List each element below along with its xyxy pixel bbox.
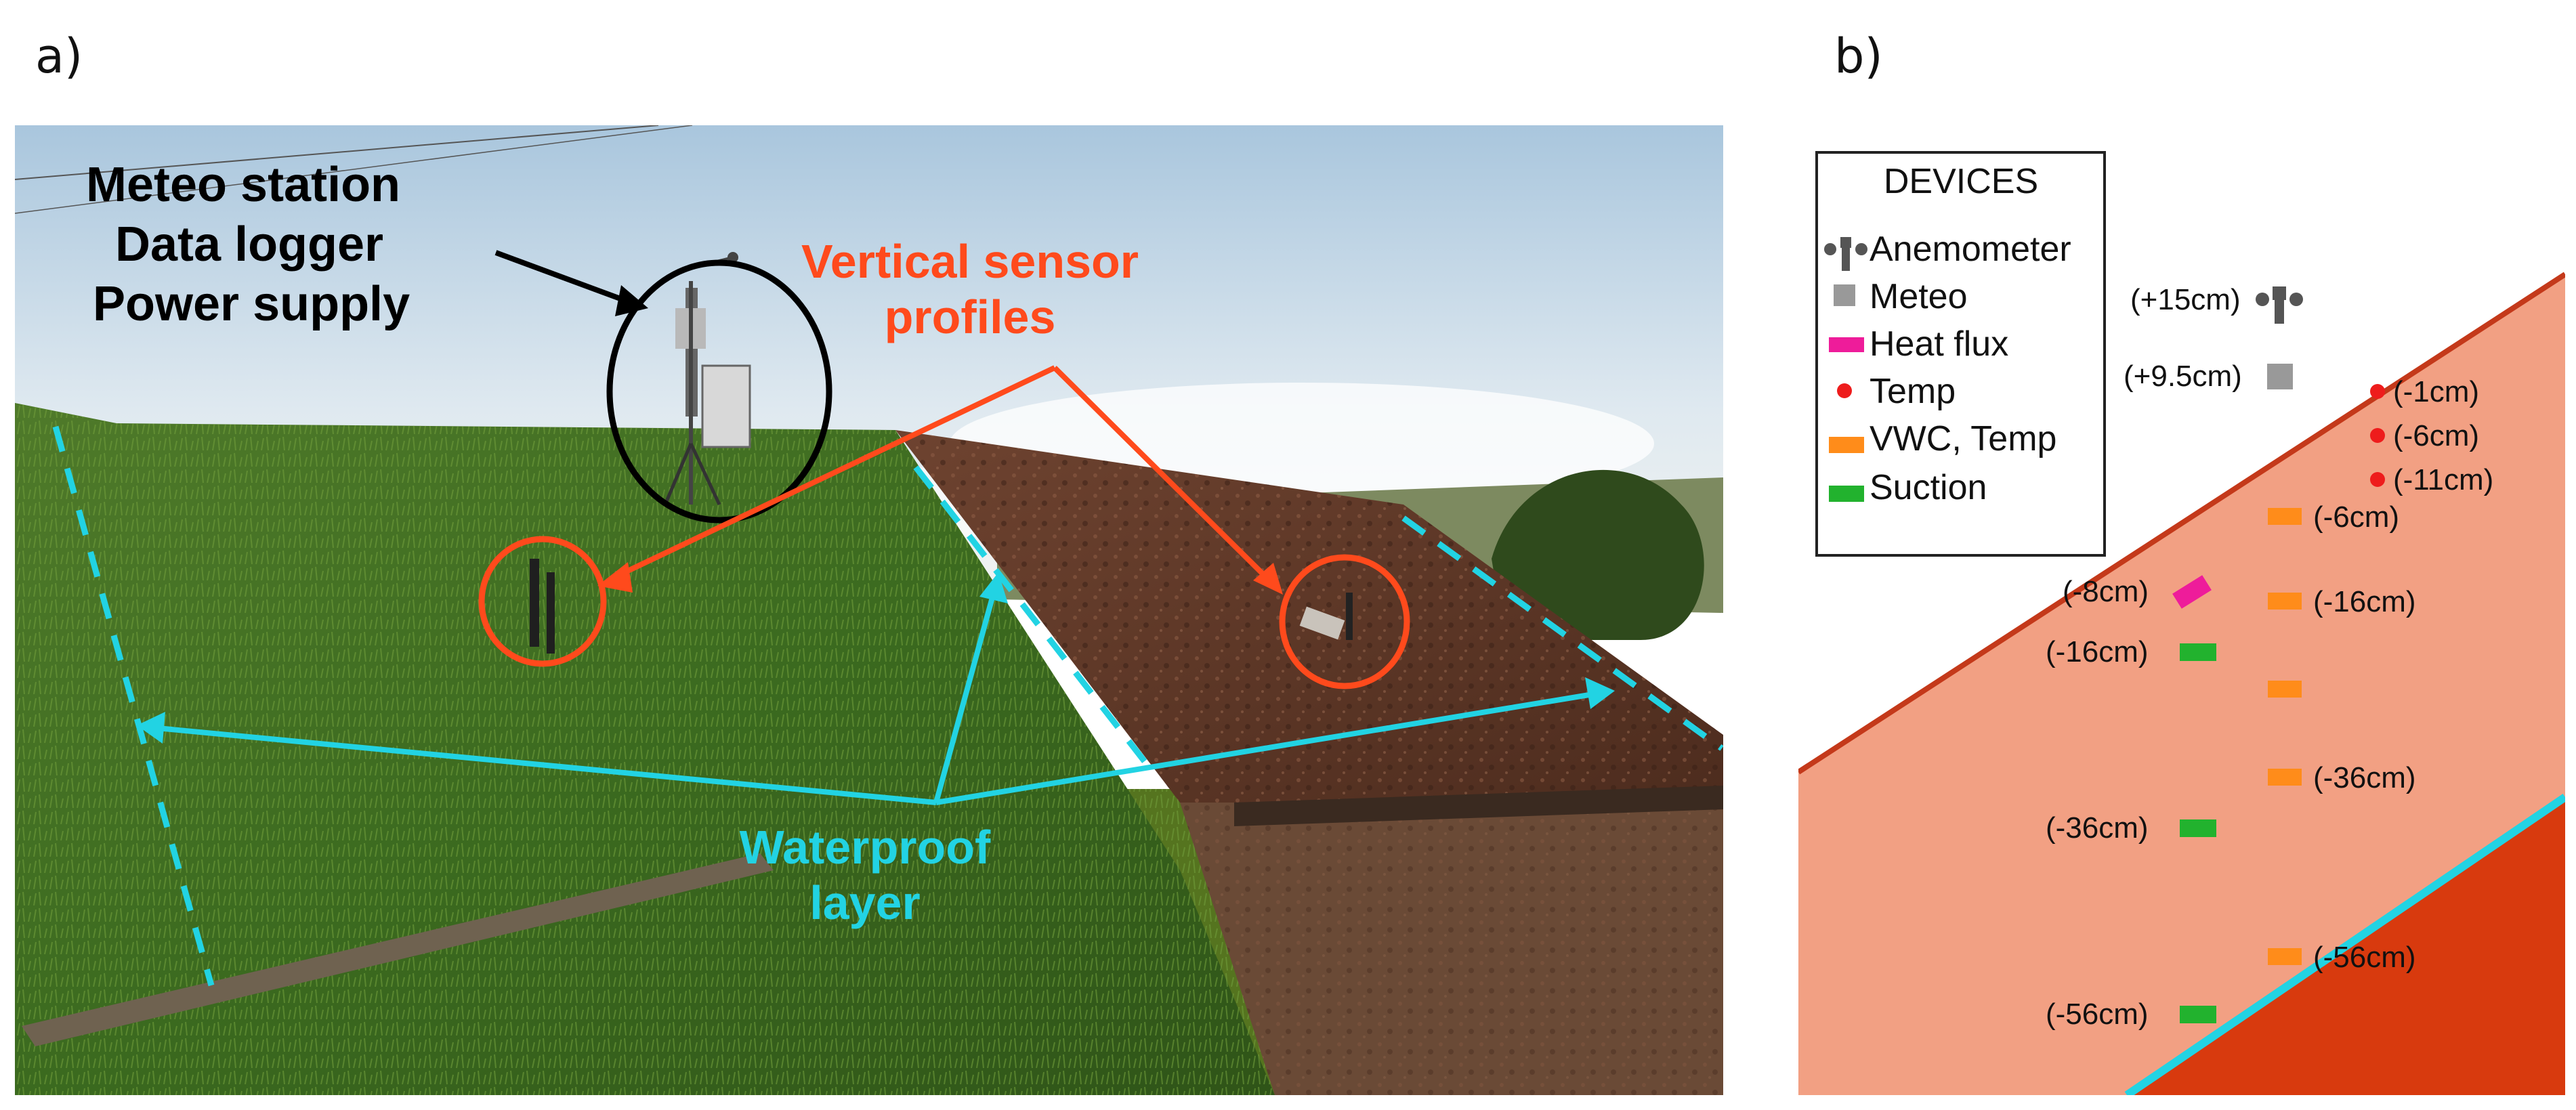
vwc-depth: (-16cm) <box>2313 585 2416 618</box>
suction-depth: (-36cm) <box>2046 811 2149 845</box>
temp-depth: (-11cm) <box>2393 463 2493 496</box>
meteo-marker <box>2267 364 2293 389</box>
vwc-depth: (-56cm) <box>2313 941 2416 974</box>
anemometer-depth: (+15cm) <box>2130 283 2241 316</box>
sensor-line-2: profiles <box>885 291 1056 343</box>
sensor-arrows <box>597 365 1283 595</box>
vwc-depth: (-6cm) <box>2313 500 2399 534</box>
vwc-marker <box>2268 593 2302 610</box>
suction-depth: (-56cm) <box>2046 998 2149 1031</box>
vwc-marker <box>2268 948 2302 965</box>
sensor-circle-left <box>478 536 607 667</box>
suction-marker <box>2180 819 2216 837</box>
anemometer-marker <box>2256 286 2303 324</box>
heatflux-depth: (-8cm) <box>2063 575 2149 608</box>
temp-marker <box>2370 384 2385 399</box>
suction-marker <box>2180 643 2216 661</box>
station-line-1: Meteo station <box>86 158 400 212</box>
soil-surface-line <box>1798 272 2565 775</box>
station-circle <box>606 259 832 524</box>
legend-box <box>1815 151 2106 557</box>
suction-depth: (-16cm) <box>2046 635 2149 668</box>
legend-heatflux-label: Heat flux <box>1870 324 2008 364</box>
waterproof-annotation: Waterproof layer <box>740 821 991 929</box>
heatflux-bar-icon <box>1829 337 1864 352</box>
waterproof-line-2: layer <box>809 876 920 929</box>
temp-depth: (-1cm) <box>2393 375 2479 408</box>
vwc-marker <box>2268 681 2302 698</box>
meteo-square-icon <box>1834 284 1855 306</box>
sensor-profile-grass <box>530 559 555 654</box>
panel-b-label: b) <box>1834 28 1883 84</box>
meteo-depth: (+9.5cm) <box>2124 360 2242 393</box>
meteo-station <box>663 252 751 506</box>
station-line-3: Power supply <box>93 277 410 331</box>
vwc-bar-icon <box>1829 437 1864 453</box>
legend-anemometer-label: Anemometer <box>1870 230 2071 269</box>
wooden-board <box>1234 786 1723 826</box>
sensor-layout-schematic: DEVICES Anemometer Meteo Heat flux Temp … <box>1798 151 2565 1095</box>
waterproof-line-1: Waterproof <box>740 821 991 874</box>
vwc-depth: (-36cm) <box>2313 761 2416 794</box>
legend-suction-label: Suction <box>1870 468 1987 507</box>
panel-a-label: a) <box>35 28 83 84</box>
wooden-board <box>22 853 774 1046</box>
anemometer-icon <box>1824 237 1867 271</box>
legend-meteo-label: Meteo <box>1870 277 1968 316</box>
vwc-marker <box>2268 508 2302 525</box>
waterproof-arrows <box>137 572 1615 805</box>
station-line-2: Data logger <box>115 217 383 272</box>
temp-marker <box>2370 428 2385 443</box>
waterproof-edges <box>52 425 1723 987</box>
heatflux-marker <box>2172 575 2212 609</box>
waterproof-line <box>2124 794 2565 1095</box>
field-photo: Meteo station Data logger Power supply V… <box>15 125 1723 1095</box>
sensor-circle-right <box>1279 554 1410 689</box>
sensor-line-1: Vertical sensor <box>801 235 1139 288</box>
temp-marker <box>2370 472 2385 487</box>
legend-vwc-label: VWC, Temp <box>1870 419 2056 458</box>
station-arrow <box>494 250 648 316</box>
temp-depth: (-6cm) <box>2393 419 2479 452</box>
background-bush <box>1492 469 1704 640</box>
station-annotation: Meteo station Data logger Power supply <box>86 158 410 331</box>
legend-temp-label: Temp <box>1870 372 1956 411</box>
legend-title: DEVICES <box>1884 162 2038 201</box>
suction-bar-icon <box>1829 486 1864 502</box>
sensor-annotation: Vertical sensor profiles <box>801 235 1139 343</box>
suction-marker <box>2180 1006 2216 1023</box>
temp-dot-icon <box>1837 383 1852 398</box>
vwc-marker <box>2268 769 2302 786</box>
sensor-profile-soil <box>1299 593 1353 640</box>
